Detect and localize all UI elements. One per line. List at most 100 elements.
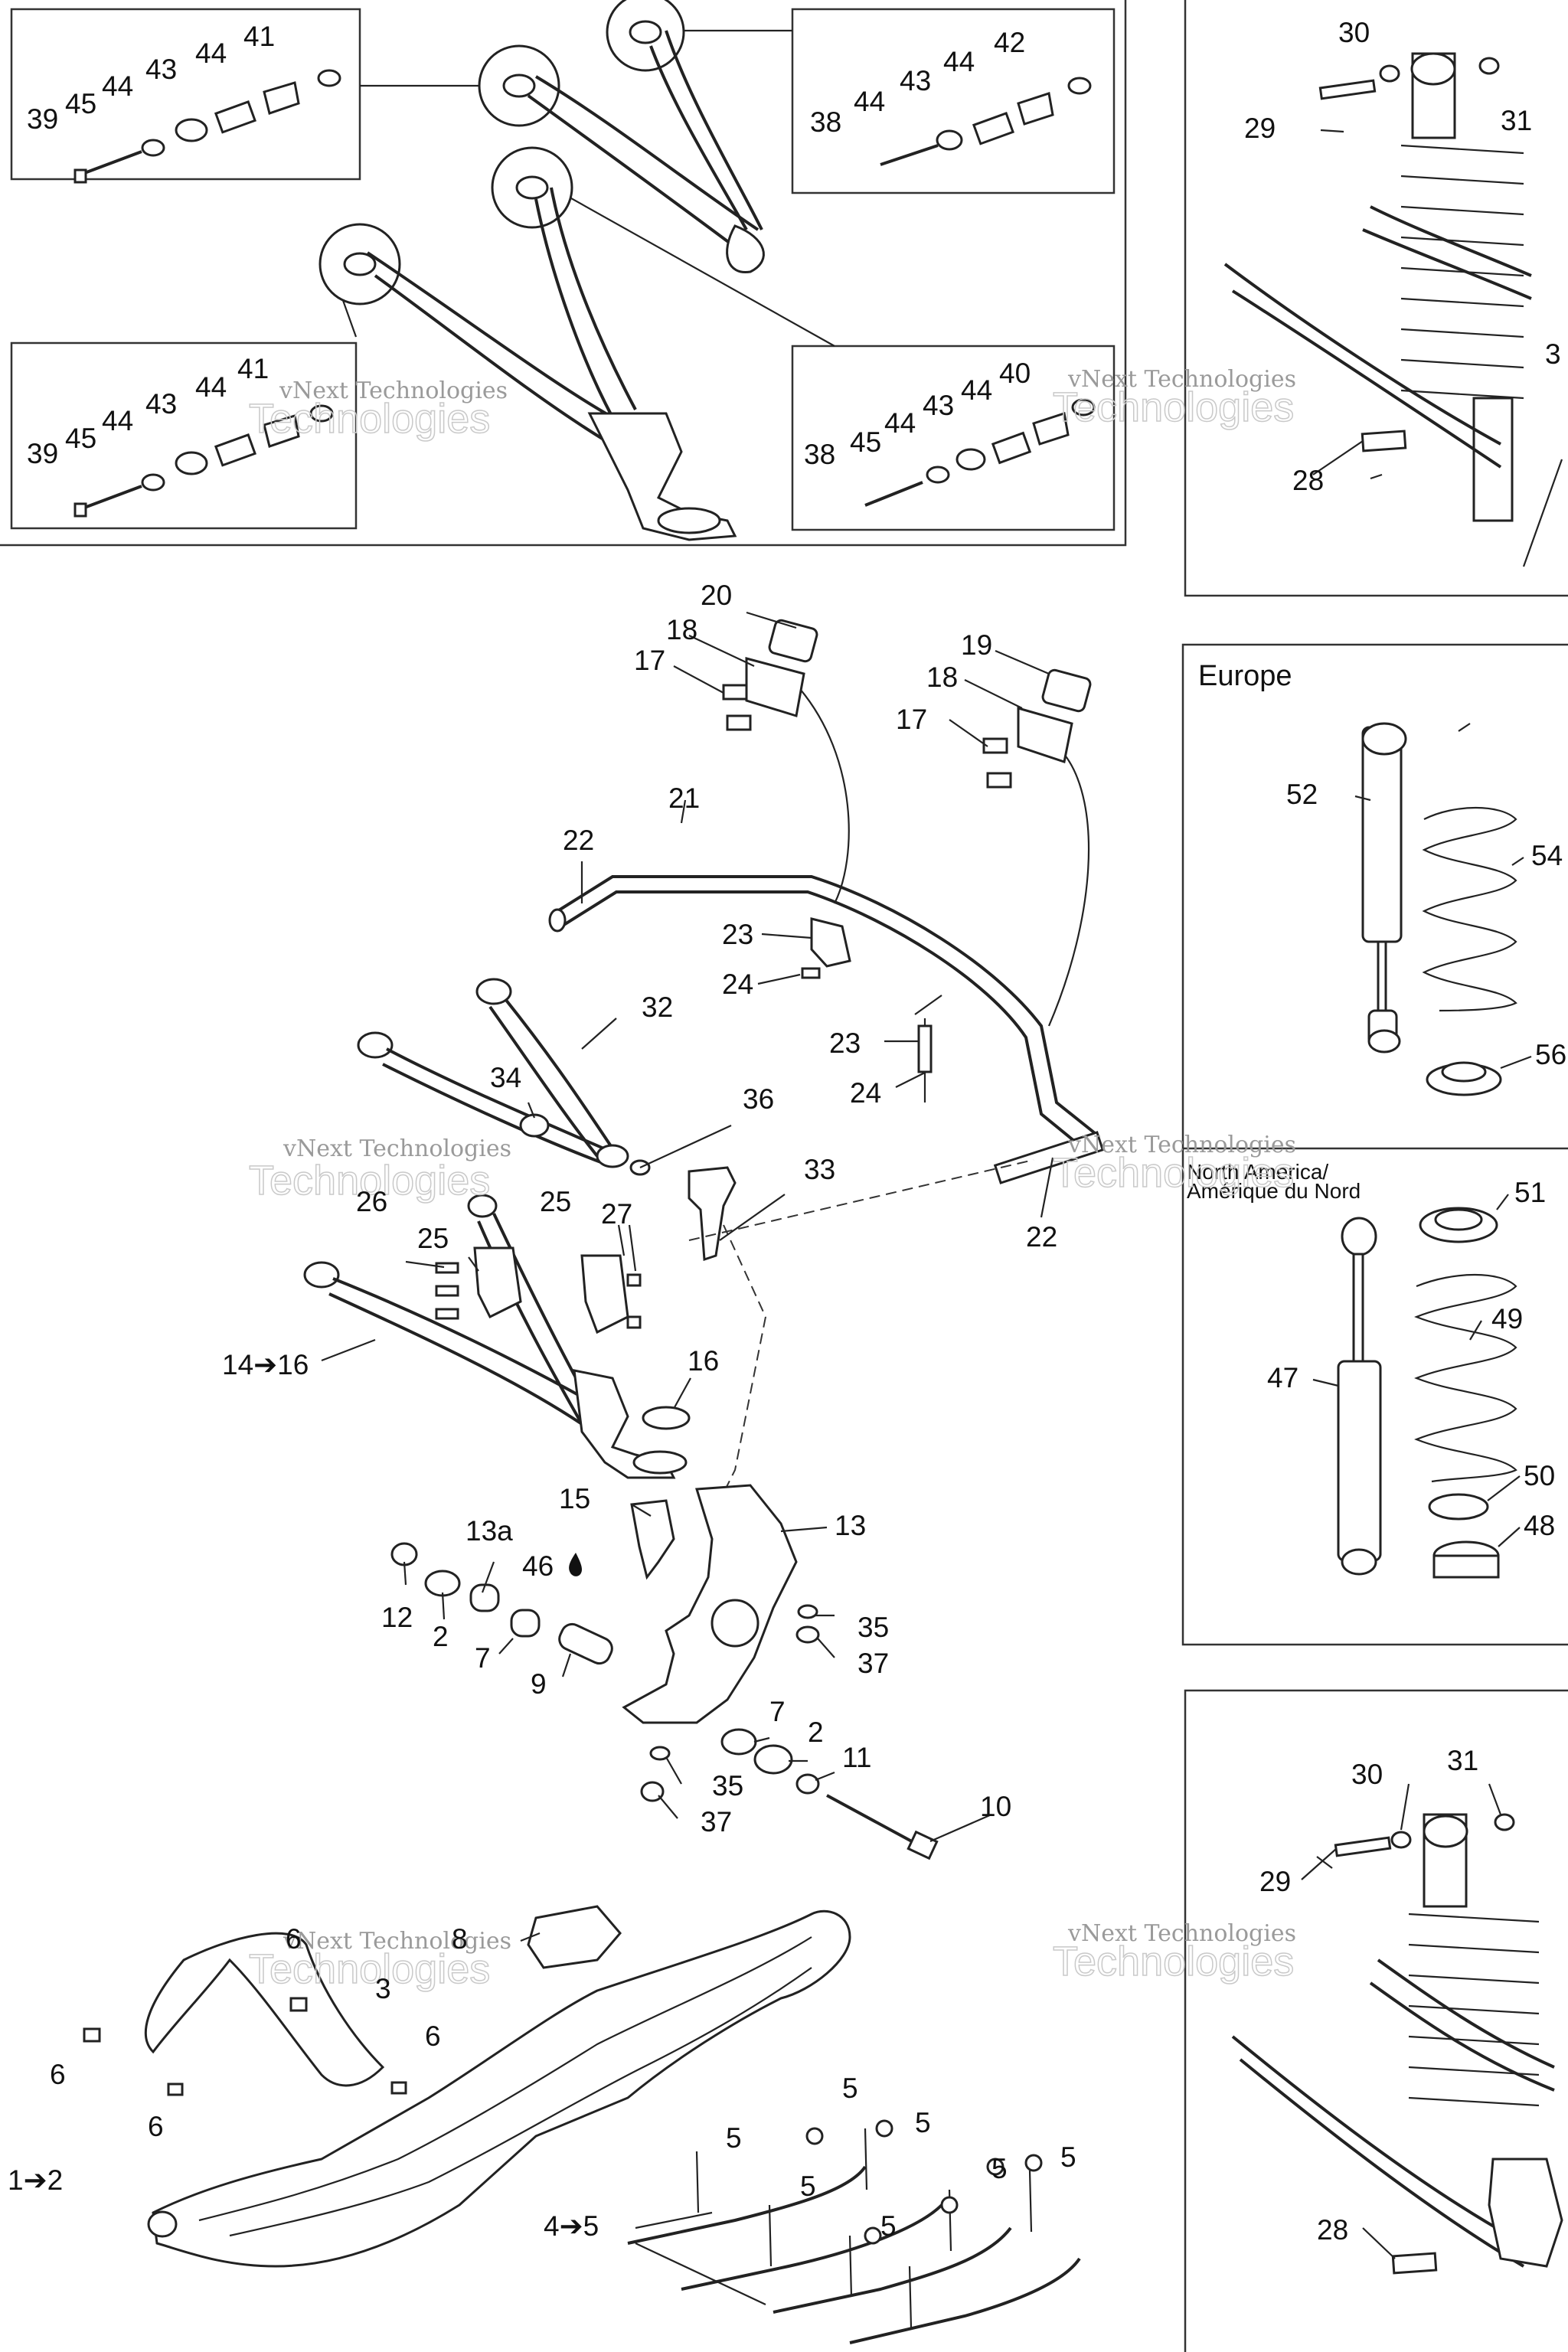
callout: 44 xyxy=(102,70,133,102)
callout: 44 xyxy=(195,38,227,69)
callout: 25 xyxy=(417,1223,449,1254)
callout: 40 xyxy=(999,358,1031,389)
callout: 44 xyxy=(195,371,227,403)
callout: 28 xyxy=(1292,465,1324,496)
callout: 32 xyxy=(642,991,673,1023)
callout: 31 xyxy=(1501,105,1532,136)
watermark-text: vNext Technologies xyxy=(283,1928,511,1955)
callout: 45 xyxy=(65,423,96,454)
callout: 26 xyxy=(356,1186,387,1217)
callout: 17 xyxy=(896,704,927,735)
callout: 23 xyxy=(829,1027,861,1059)
callout: 7 xyxy=(475,1642,491,1674)
callouts-shock-top: 30 31 29 3 28 xyxy=(1244,17,1561,496)
callouts-sway-bar: 20 18 17 19 18 17 21 22 23 24 23 24 22 xyxy=(563,580,1057,1253)
callout: 16 xyxy=(688,1345,719,1377)
europe-shock xyxy=(1361,722,1517,1096)
callout: 5 xyxy=(1060,2141,1076,2173)
callout: 3 xyxy=(375,1973,391,2004)
callout: 5 xyxy=(842,2073,858,2104)
callout: 18 xyxy=(926,662,958,693)
shock-assembly-top xyxy=(1223,52,1563,567)
callouts-europe: 52 54 56 xyxy=(1286,779,1566,1070)
callout: 14➔16 xyxy=(222,1349,309,1380)
callouts-ski: 8 6 3 6 6 6 1➔2 5 5 5 5 5 5 5 4➔5 xyxy=(8,1923,1076,2242)
droplet-icon xyxy=(569,1553,582,1576)
region-label-north-america-fr: Amérique du Nord xyxy=(1187,1179,1361,1203)
a-arm-assembly xyxy=(303,978,1034,1580)
callout: 34 xyxy=(490,1062,521,1093)
callout: 38 xyxy=(810,106,841,138)
callout: 41 xyxy=(237,353,269,384)
callouts-a-arms: 32 34 36 33 25 27 26 25 14➔16 16 15 13 xyxy=(222,991,866,1541)
callout: 44 xyxy=(854,86,885,117)
callouts-box2: 42 44 43 44 38 xyxy=(810,27,1025,138)
callout: 13a xyxy=(466,1515,513,1547)
callout-leaders xyxy=(321,129,1532,2259)
callout: 6 xyxy=(425,2020,441,2052)
bushing-kit-box1 xyxy=(74,69,341,184)
callout: 50 xyxy=(1524,1460,1555,1491)
callout: 43 xyxy=(900,65,931,96)
region-label-europe: Europe xyxy=(1198,660,1292,692)
callout: 3 xyxy=(1545,338,1561,370)
watermark-outline: Technologies xyxy=(1053,1939,1294,1984)
callout: 11 xyxy=(842,1742,871,1773)
watermark-text: vNext Technologies xyxy=(1067,1132,1296,1158)
callout: 9 xyxy=(531,1668,547,1700)
callout: 27 xyxy=(601,1198,632,1230)
callout: 6 xyxy=(50,2059,66,2090)
callout: 45 xyxy=(65,88,96,119)
callout: 35 xyxy=(858,1612,889,1643)
watermark-outline: Technologies xyxy=(1053,384,1294,430)
callout: 30 xyxy=(1351,1759,1383,1790)
callout: 43 xyxy=(145,54,177,85)
watermark-text: vNext Technologies xyxy=(1067,1920,1296,1947)
callout: 44 xyxy=(102,405,133,436)
callout: 47 xyxy=(1267,1362,1298,1393)
callout: 39 xyxy=(27,438,58,469)
callout: 42 xyxy=(994,27,1025,58)
callout: 44 xyxy=(884,407,916,439)
bushing-kit-box3 xyxy=(74,404,334,518)
callout: 5 xyxy=(880,2210,897,2242)
watermark-outline: Technologies xyxy=(249,1946,490,1992)
callout: 5 xyxy=(991,2153,1008,2184)
callout: 8 xyxy=(452,1923,468,1955)
callout: 41 xyxy=(243,21,275,52)
shock-assembly-bottom xyxy=(1231,1813,1563,2275)
callout: 37 xyxy=(701,1806,732,1838)
callout: 35 xyxy=(712,1770,743,1802)
bushing-kit-box4 xyxy=(864,398,1096,507)
callout: 20 xyxy=(701,580,732,611)
callout: 43 xyxy=(145,388,177,420)
callout: 23 xyxy=(722,919,753,950)
callout: 24 xyxy=(850,1077,881,1109)
region-label-north-america: North America/ xyxy=(1187,1160,1328,1184)
callout: 22 xyxy=(563,825,594,856)
callout: 18 xyxy=(666,614,697,645)
watermark-text: vNext Technologies xyxy=(279,377,508,404)
callout: 44 xyxy=(961,374,992,406)
callout: 46 xyxy=(522,1550,554,1582)
callouts-box4: 40 44 43 44 45 38 xyxy=(804,358,1031,470)
callout: 44 xyxy=(943,46,975,77)
callout: 43 xyxy=(923,390,954,421)
callout: 22 xyxy=(1026,1221,1057,1253)
watermark-outline: Technologies xyxy=(1053,1150,1294,1196)
callout: 38 xyxy=(804,439,835,470)
callout: 52 xyxy=(1286,779,1318,810)
callouts-shock-bottom: 30 31 29 28 xyxy=(1259,1745,1478,2246)
callout: 31 xyxy=(1447,1745,1478,1776)
callout: 45 xyxy=(850,426,881,458)
callout: 13 xyxy=(835,1510,866,1541)
sway-bar-assembly xyxy=(548,619,1105,1184)
callout: 4➔5 xyxy=(544,2210,599,2242)
callout: 19 xyxy=(961,629,992,661)
callout: 12 xyxy=(381,1602,413,1633)
callout: 5 xyxy=(726,2122,742,2154)
callout: 48 xyxy=(1524,1510,1555,1541)
callouts-spindle: 13a 46 12 2 7 9 35 37 7 2 11 35 37 10 xyxy=(381,1515,1011,1838)
